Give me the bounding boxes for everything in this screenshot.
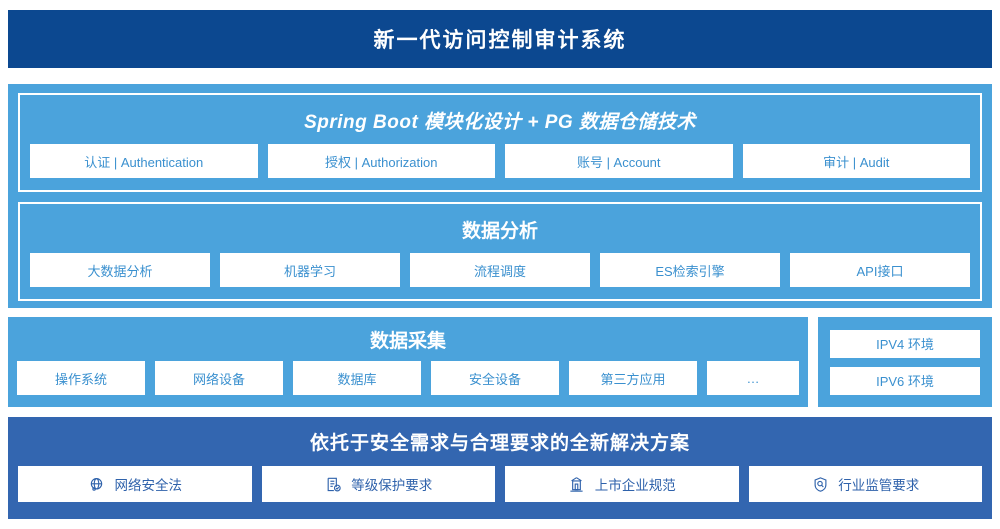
platform-card-authentication[interactable]: 认证 | Authentication: [30, 144, 258, 178]
analysis-card-es-search-engine[interactable]: ES检索引擎: [600, 253, 780, 287]
collection-card-database[interactable]: 数据库: [293, 361, 421, 395]
platform-card-label: 认证 | Authentication: [84, 154, 204, 170]
compliance-card-row: 网络安全法 等级保护要求: [18, 466, 982, 502]
architecture-upper-panel: Spring Boot 模块化设计 + PG 数据仓储技术 认证 | Authe…: [8, 84, 992, 308]
compliance-card-label: 行业监管要求: [838, 478, 920, 493]
collection-card-operating-system[interactable]: 操作系统: [17, 361, 145, 395]
analysis-card-label: ES检索引擎: [655, 263, 725, 279]
platform-card-authorization[interactable]: 授权 | Authorization: [267, 144, 495, 178]
environment-card-label: IPV4 环境: [876, 337, 934, 352]
header-banner: 新一代访问控制审计系统: [8, 10, 992, 68]
bank-building-icon: [568, 475, 586, 493]
collection-card-label: 网络设备: [192, 371, 245, 387]
analysis-card-process-scheduling[interactable]: 流程调度: [410, 253, 590, 287]
analysis-card-label: 大数据分析: [87, 263, 153, 279]
platform-section-title: Spring Boot 模块化设计 + PG 数据仓储技术: [304, 112, 696, 133]
compliance-card-label: 网络安全法: [114, 478, 183, 493]
collection-card-label: 第三方应用: [600, 371, 666, 387]
analysis-card-machine-learning[interactable]: 机器学习: [220, 253, 400, 287]
environment-card-label: IPV6 环境: [876, 374, 934, 389]
platform-card-label: 审计 | Audit: [823, 154, 890, 170]
analysis-card-label: 机器学习: [283, 263, 336, 279]
collection-card-third-party-app[interactable]: 第三方应用: [569, 361, 697, 395]
collection-row: 数据采集 操作系统 网络设备 数据库 安全设备 第三方应用 …: [8, 317, 992, 407]
analysis-card-big-data[interactable]: 大数据分析: [30, 253, 210, 287]
platform-card-label: 账号 | Account: [576, 154, 661, 170]
collection-section: 数据采集 操作系统 网络设备 数据库 安全设备 第三方应用 …: [8, 317, 808, 407]
globe-icon: [88, 475, 106, 493]
platform-card-account[interactable]: 账号 | Account: [505, 144, 733, 178]
collection-card-label: 操作系统: [54, 371, 107, 387]
platform-card-row: 认证 | Authentication 授权 | Authorization 账…: [30, 144, 970, 178]
environment-card-ipv4[interactable]: IPV4 环境: [830, 329, 980, 358]
compliance-card-label: 等级保护要求: [351, 478, 433, 493]
collection-card-security-device[interactable]: 安全设备: [431, 361, 559, 395]
collection-section-title: 数据采集: [369, 331, 446, 352]
platform-card-audit[interactable]: 审计 | Audit: [742, 144, 970, 178]
platform-section: Spring Boot 模块化设计 + PG 数据仓储技术 认证 | Authe…: [18, 93, 982, 192]
collection-card-label: 数据库: [337, 371, 377, 387]
analysis-card-row: 大数据分析 机器学习 流程调度 ES检索引擎 API接口: [30, 253, 970, 287]
compliance-card-cybersecurity-law[interactable]: 网络安全法: [18, 466, 252, 502]
analysis-card-label: 流程调度: [473, 263, 526, 279]
collection-card-row: 操作系统 网络设备 数据库 安全设备 第三方应用 …: [17, 361, 799, 395]
collection-card-label: 安全设备: [468, 371, 521, 387]
shield-search-icon: [811, 475, 829, 493]
environment-section: IPV4 环境 IPV6 环境: [818, 317, 992, 407]
analysis-section: 数据分析 大数据分析 机器学习 流程调度 ES检索引擎 API接口: [18, 202, 982, 301]
page-title: 新一代访问控制审计系统: [373, 29, 627, 52]
compliance-card-industry-regulation[interactable]: 行业监管要求: [748, 466, 982, 502]
compliance-section: 依托于安全需求与合理要求的全新解决方案 网络安全法: [8, 417, 992, 519]
analysis-card-api-interface[interactable]: API接口: [790, 253, 970, 287]
analysis-card-label: API接口: [856, 263, 904, 279]
collection-card-more[interactable]: …: [707, 361, 799, 395]
collection-card-label: …: [746, 370, 760, 386]
environment-card-ipv6[interactable]: IPV6 环境: [830, 366, 980, 395]
collection-card-network-device[interactable]: 网络设备: [155, 361, 283, 395]
compliance-card-listed-enterprise-standard[interactable]: 上市企业规范: [505, 466, 739, 502]
analysis-section-title: 数据分析: [461, 221, 538, 242]
compliance-card-classified-protection[interactable]: 等级保护要求: [261, 466, 495, 502]
platform-card-label: 授权 | Authorization: [325, 154, 438, 170]
document-check-icon: [324, 475, 342, 493]
compliance-card-label: 上市企业规范: [594, 478, 676, 493]
compliance-section-title: 依托于安全需求与合理要求的全新解决方案: [309, 433, 690, 454]
